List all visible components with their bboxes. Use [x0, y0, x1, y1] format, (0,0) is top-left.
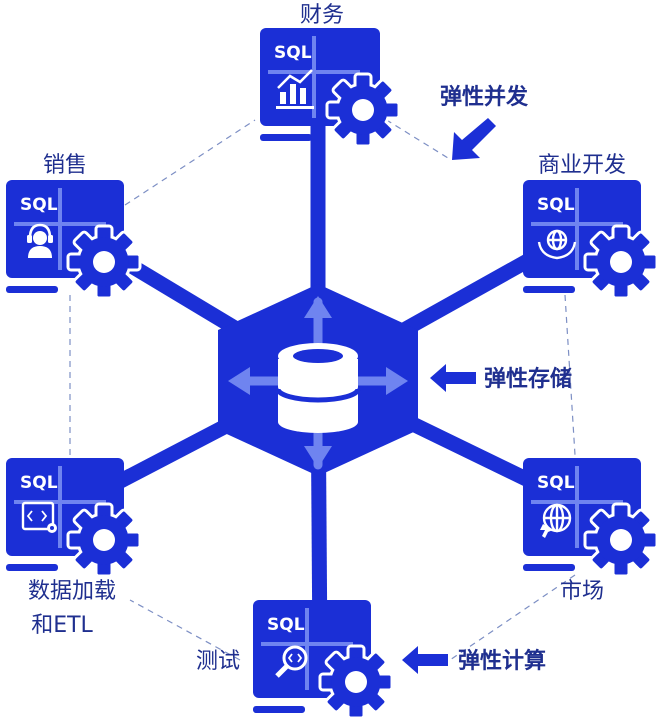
node-base [523, 564, 575, 571]
node-test: SQL [253, 600, 394, 720]
code-gear-icon [21, 501, 57, 533]
callout-concurrency: 弹性并发 [440, 84, 529, 110]
sql-label: SQL [537, 195, 575, 215]
label-bizdev: 商业开发 [538, 153, 626, 178]
label-etl-line1: 数据加载 [28, 579, 116, 604]
card-arrows [268, 36, 360, 118]
label-sales: 销售 [43, 153, 87, 178]
sql-label: SQL [274, 43, 312, 63]
database-icon [275, 343, 361, 433]
magnifier-code-icon [275, 645, 308, 678]
gear-icon [66, 224, 142, 300]
headset-icon [27, 223, 53, 258]
node-base [260, 134, 312, 141]
card-arrows [14, 188, 106, 270]
globe-cursor-icon [540, 503, 572, 538]
gear-icon [583, 224, 659, 300]
node-base [523, 286, 575, 293]
hub-arrowheads [228, 296, 408, 468]
gear-icon [66, 502, 142, 578]
gear-icon [325, 72, 401, 148]
node-base [6, 564, 58, 571]
hub [218, 284, 418, 476]
card-arrows [261, 608, 353, 690]
node-etl: SQL [6, 458, 142, 578]
card-arrows [531, 466, 623, 548]
label-market: 市场 [560, 579, 604, 604]
callout-storage: 弹性存储 [484, 366, 572, 392]
sql-label: SQL [20, 195, 58, 215]
node-bizdev: SQL [523, 180, 659, 300]
label-finance: 财务 [300, 3, 344, 28]
node-base [253, 706, 305, 713]
globe-hands-icon [537, 229, 577, 260]
callout-compute: 弹性计算 [458, 648, 546, 674]
sql-label: SQL [537, 473, 575, 493]
label-etl-line2: 和ETL [31, 613, 93, 638]
node-market: SQL [523, 458, 659, 578]
dashed-ring [69, 84, 576, 661]
callout-compute-arrow [402, 646, 448, 674]
callout-concurrency-arrow [452, 118, 496, 160]
card-arrows [531, 188, 623, 270]
node-finance: SQL [260, 28, 401, 148]
sql-label: SQL [20, 473, 58, 493]
callout-storage-arrow [430, 364, 476, 392]
node-base [6, 286, 58, 293]
gear-icon [583, 502, 659, 578]
chart-icon [276, 69, 314, 109]
node-sales: SQL [6, 180, 142, 300]
label-test: 测试 [196, 649, 240, 674]
sql-label: SQL [267, 615, 305, 635]
gear-icon [318, 644, 394, 720]
